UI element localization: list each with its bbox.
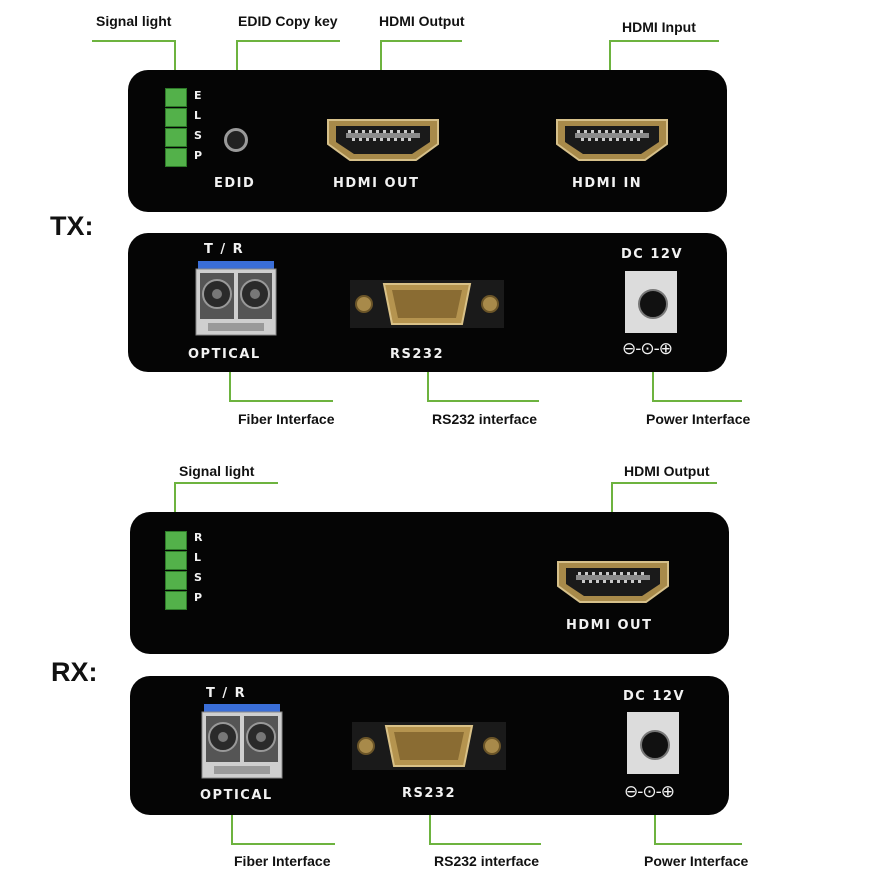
led-indicator-icon <box>165 591 187 610</box>
led-letter: L <box>194 551 202 564</box>
hdmi-port-icon <box>324 116 442 164</box>
db9-serial-port-icon <box>352 722 506 770</box>
led-indicator-icon <box>165 531 187 550</box>
led-letter: S <box>194 571 202 584</box>
callout-line <box>611 482 613 512</box>
led-indicator-icon <box>165 128 187 147</box>
rx-dc-label: DC 12V <box>623 689 686 704</box>
rx-rs232-label: RS232 <box>402 786 457 801</box>
led-letter: E <box>194 89 202 102</box>
led-letter: L <box>194 109 202 122</box>
tx-fiber-interface-callout: Fiber Interface <box>238 411 335 427</box>
tx-hdmi-input-callout: HDMI Input <box>622 19 696 35</box>
callout-line <box>174 40 176 70</box>
hdmi-port-icon <box>553 116 671 164</box>
rx-fiber-interface-callout: Fiber Interface <box>234 853 331 869</box>
callout-line <box>380 40 462 42</box>
tx-edid-label: EDID <box>214 176 256 191</box>
callout-line <box>236 40 340 42</box>
rx-front-panel: R L S P HDMI OUT <box>130 512 729 654</box>
callout-line <box>236 40 238 70</box>
edid-button-icon[interactable] <box>224 128 248 152</box>
callout-line <box>429 815 431 845</box>
tx-rs232-interface-callout: RS232 interface <box>432 411 538 427</box>
led-letter: R <box>194 531 203 544</box>
callout-line <box>427 400 539 402</box>
callout-line <box>427 372 429 402</box>
hdmi-port-icon <box>554 558 672 606</box>
rx-side-label: RX: <box>51 657 98 687</box>
callout-line <box>429 843 541 845</box>
callout-line <box>231 843 335 845</box>
led-indicator-icon <box>165 88 187 107</box>
sfp-optical-port-icon <box>200 704 284 782</box>
callout-line <box>611 482 717 484</box>
sfp-optical-port-icon <box>194 261 278 339</box>
rx-tr-label: T / R <box>206 686 247 701</box>
tx-rs232-label: RS232 <box>390 347 445 362</box>
tx-power-interface-callout: Power Interface <box>646 411 751 427</box>
rx-signal-light-callout: Signal light <box>179 463 255 479</box>
tx-signal-light-callout: Signal light <box>96 13 172 29</box>
callout-line <box>231 815 233 845</box>
callout-line <box>380 40 382 70</box>
rx-optical-label: OPTICAL <box>200 788 273 803</box>
led-letter: P <box>194 149 203 162</box>
tx-hdmi-out-label: HDMI OUT <box>333 176 420 191</box>
led-letter: P <box>194 591 203 604</box>
callout-line <box>654 815 656 845</box>
callout-line <box>652 372 654 402</box>
rx-rear-panel: T / R OPTICAL RS232 DC 12V ⊖-⊙-⊕ <box>130 676 729 815</box>
led-indicator-icon <box>165 148 187 167</box>
callout-line <box>654 843 742 845</box>
callout-line <box>609 40 611 70</box>
rx-led-letters: R L S P <box>194 528 202 608</box>
tx-led-letters: E L S P <box>194 86 202 166</box>
callout-line <box>609 40 719 42</box>
tx-dc-label: DC 12V <box>621 247 684 262</box>
rx-hdmi-out-label: HDMI OUT <box>566 618 653 633</box>
led-indicator-icon <box>165 571 187 590</box>
tx-side-label: TX: <box>50 211 94 241</box>
tx-signal-leds <box>165 88 187 168</box>
dc-power-jack-icon <box>627 712 679 774</box>
callout-line <box>174 482 278 484</box>
tx-tr-label: T / R <box>204 242 245 257</box>
callout-line <box>229 400 333 402</box>
tx-rear-panel: T / R OPTICAL RS232 DC 12V ⊖-⊙-⊕ <box>128 233 727 372</box>
led-indicator-icon <box>165 108 187 127</box>
rx-signal-leds <box>165 531 187 611</box>
dc-power-jack-icon <box>625 271 677 333</box>
polarity-symbol: ⊖-⊙-⊕ <box>624 782 675 802</box>
tx-hdmi-output-callout: HDMI Output <box>379 13 465 29</box>
rx-rs232-interface-callout: RS232 interface <box>434 853 540 869</box>
callout-line <box>92 40 176 42</box>
rx-power-interface-callout: Power Interface <box>644 853 749 869</box>
callout-line <box>229 372 231 402</box>
led-letter: S <box>194 129 202 142</box>
led-indicator-icon <box>165 551 187 570</box>
tx-edid-copy-key-callout: EDID Copy key <box>238 13 338 29</box>
tx-front-panel: E L S P EDID HDMI OUT HDMI IN <box>128 70 727 212</box>
tx-hdmi-in-label: HDMI IN <box>572 176 643 191</box>
polarity-symbol: ⊖-⊙-⊕ <box>622 339 673 359</box>
callout-line <box>652 400 742 402</box>
db9-serial-port-icon <box>350 280 504 328</box>
callout-line <box>174 482 176 512</box>
rx-hdmi-output-callout: HDMI Output <box>624 463 710 479</box>
tx-optical-label: OPTICAL <box>188 347 261 362</box>
